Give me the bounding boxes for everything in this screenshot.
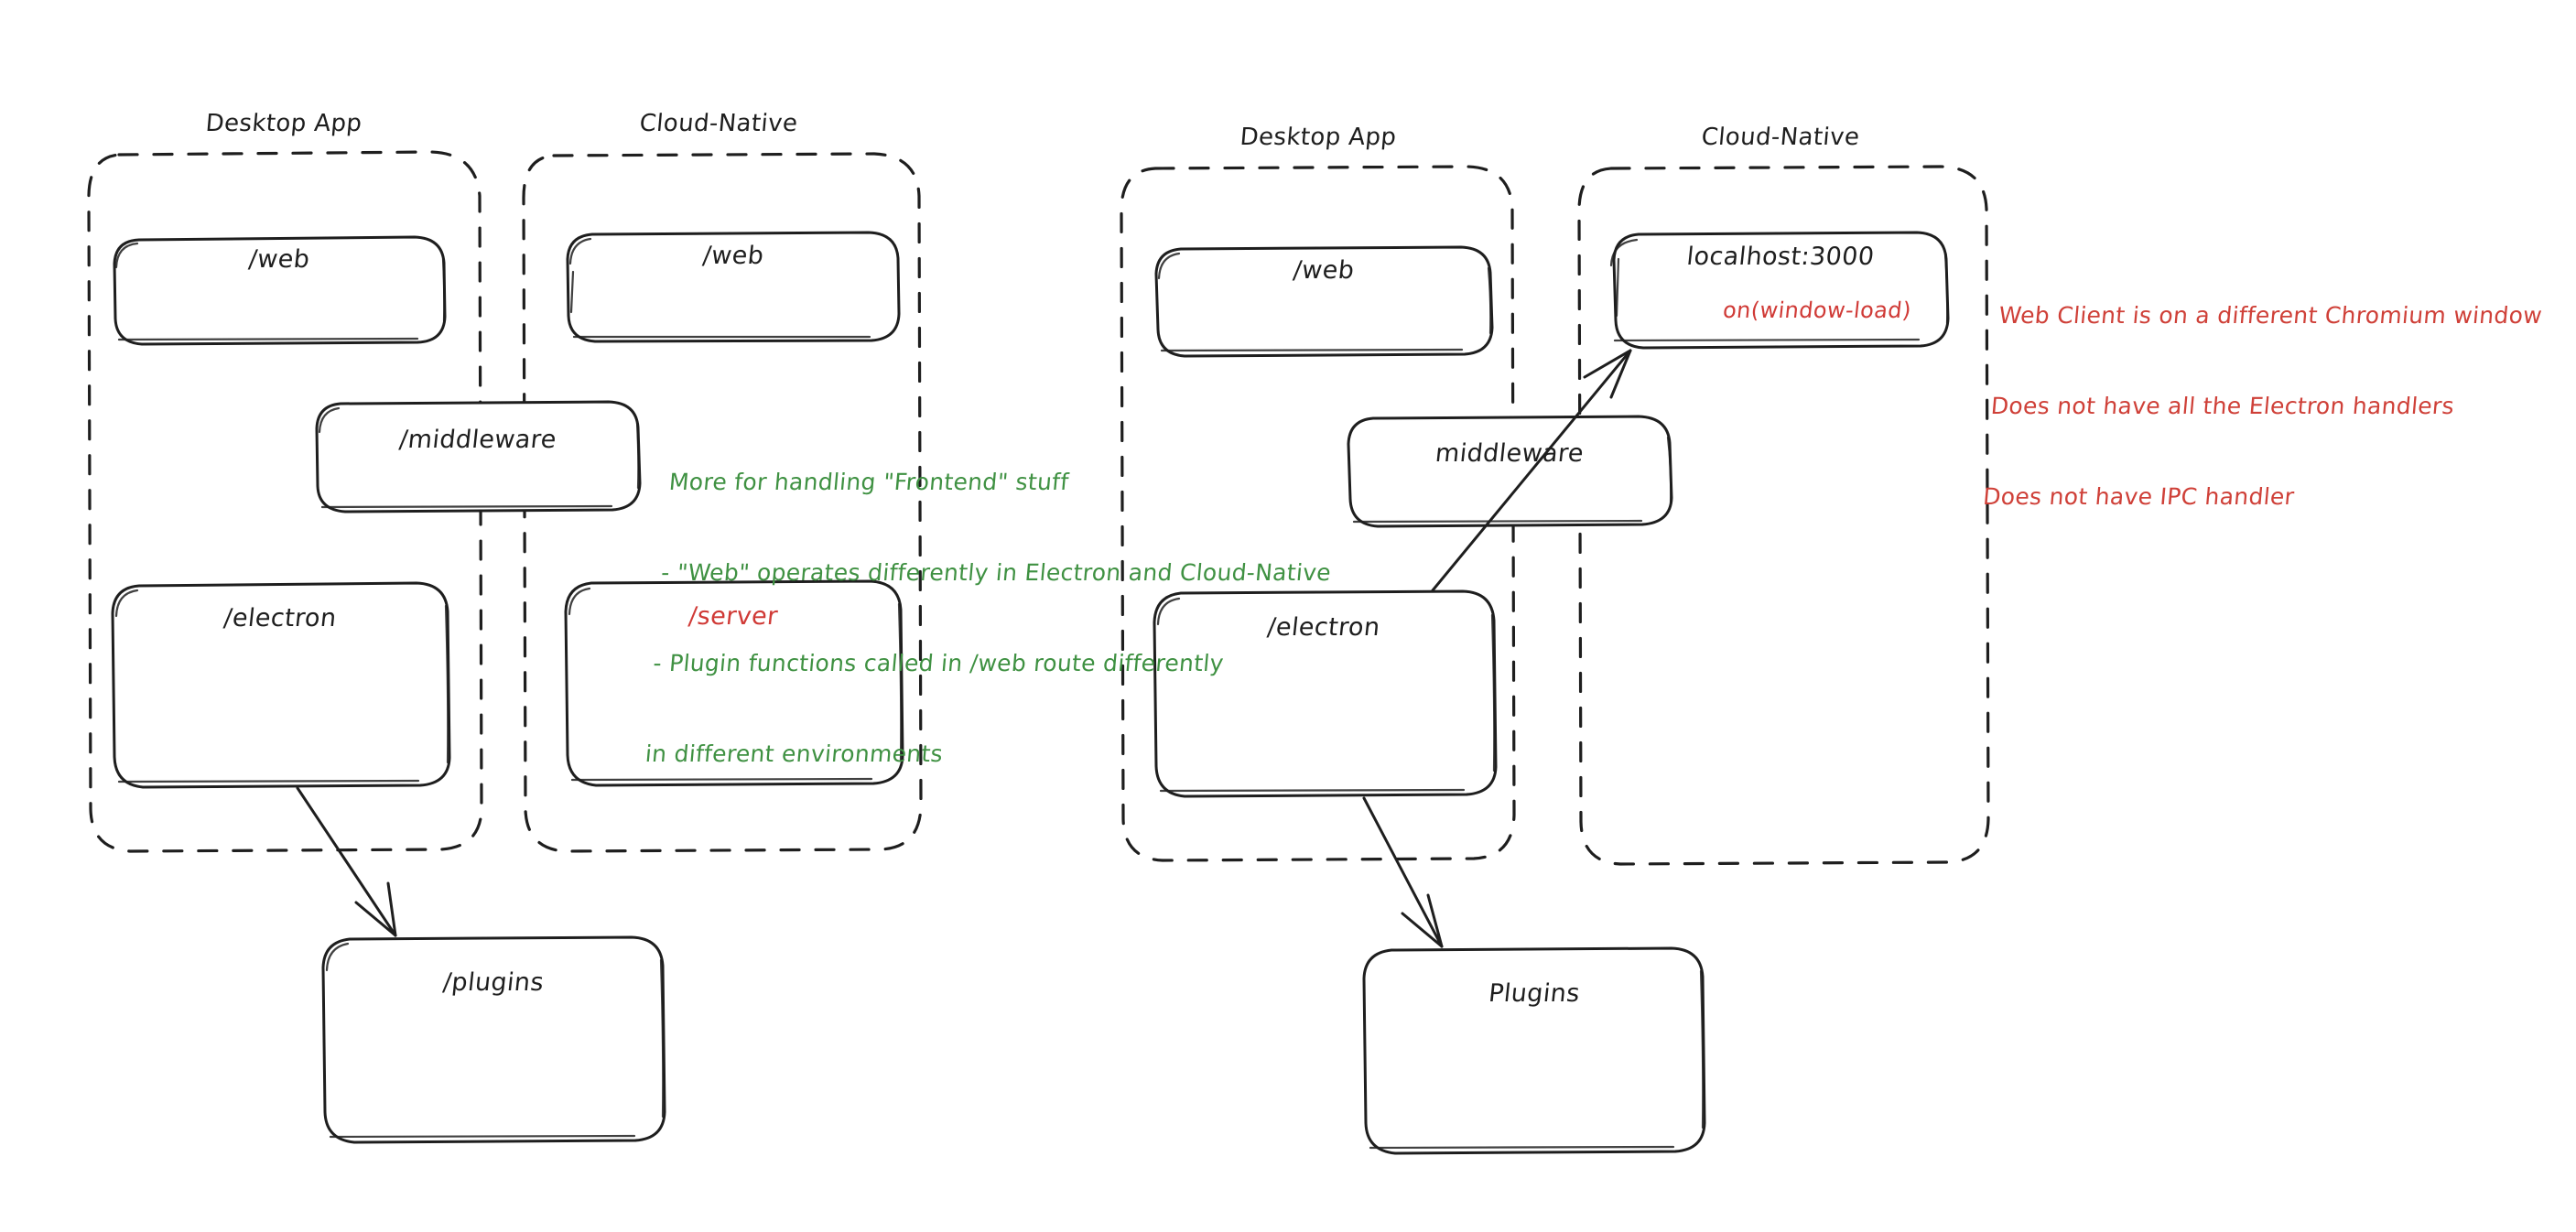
- box-outline-right-web: [1154, 245, 1494, 358]
- arrow-right-electron-to-plugins: [1362, 796, 1444, 948]
- box-label-right-plugins[interactable]: Plugins: [1487, 979, 1582, 1008]
- group-outline-right-cloud-native: [1577, 165, 1990, 866]
- group-title-left-desktop-app: Desktop App: [204, 110, 363, 137]
- group-title-right-cloud-native: Cloud-Native: [1700, 124, 1861, 151]
- box-label-left-middleware[interactable]: /middleware: [397, 426, 558, 454]
- annotation-green-line-3: - Plugin functions called in /web route …: [652, 650, 1226, 676]
- box-label-right-middleware[interactable]: middleware: [1434, 439, 1586, 468]
- box-label-right-localhost[interactable]: localhost:3000: [1685, 243, 1876, 271]
- annotation-green-note: More for handling "Frontend" stuff - "We…: [639, 406, 1346, 829]
- box-outline-right-electron: [1153, 589, 1498, 798]
- box-sublabel-right-localhost: on(window-load): [1721, 297, 1913, 323]
- arrow-right-electron-to-localhost: [1431, 349, 1632, 592]
- box-label-left-web[interactable]: /web: [247, 245, 311, 274]
- box-outline-left-server: [564, 579, 904, 787]
- group-outline-left-cloud-native: [522, 152, 923, 853]
- annotation-red-line-3: Does not have IPC handler: [1982, 483, 2296, 510]
- group-outline-right-desktop-app: [1120, 165, 1516, 862]
- box-label-right-web[interactable]: /web: [1292, 256, 1356, 285]
- box-outline-right-plugins: [1362, 946, 1706, 1155]
- box-outline-right-localhost: [1609, 231, 1950, 350]
- group-outline-left-desktop-app: [87, 150, 483, 853]
- group-title-left-cloud-native: Cloud-Native: [638, 110, 799, 137]
- box-outline-left-middleware: [315, 400, 642, 513]
- annotation-red-note: Web Client is on a different Chromium wi…: [1976, 240, 2549, 572]
- box-outline-left-web-cloud: [566, 231, 901, 343]
- annotation-green-line-4: in different environments: [644, 740, 945, 767]
- box-outline-right-middleware: [1347, 415, 1673, 528]
- group-title-right-desktop-app: Desktop App: [1239, 124, 1398, 151]
- box-outline-left-web: [113, 235, 447, 346]
- arrow-left-electron-to-plugins: [296, 786, 397, 937]
- annotation-green-line-2: - "Web" operates differently in Electron…: [660, 559, 1333, 586]
- box-outline-left-electron: [111, 581, 451, 789]
- box-outline-left-plugins: [321, 935, 666, 1144]
- box-label-left-electron[interactable]: /electron: [222, 604, 339, 632]
- annotation-red-line-2: Does not have all the Electron handlers: [1989, 393, 2456, 419]
- annotation-red-line-1: Web Client is on a different Chromium wi…: [1997, 302, 2544, 329]
- box-label-left-plugins[interactable]: /plugins: [441, 968, 546, 997]
- box-label-left-web-cloud[interactable]: /web: [701, 242, 765, 270]
- annotation-green-line-1: More for handling "Frontend" stuff: [667, 469, 1070, 495]
